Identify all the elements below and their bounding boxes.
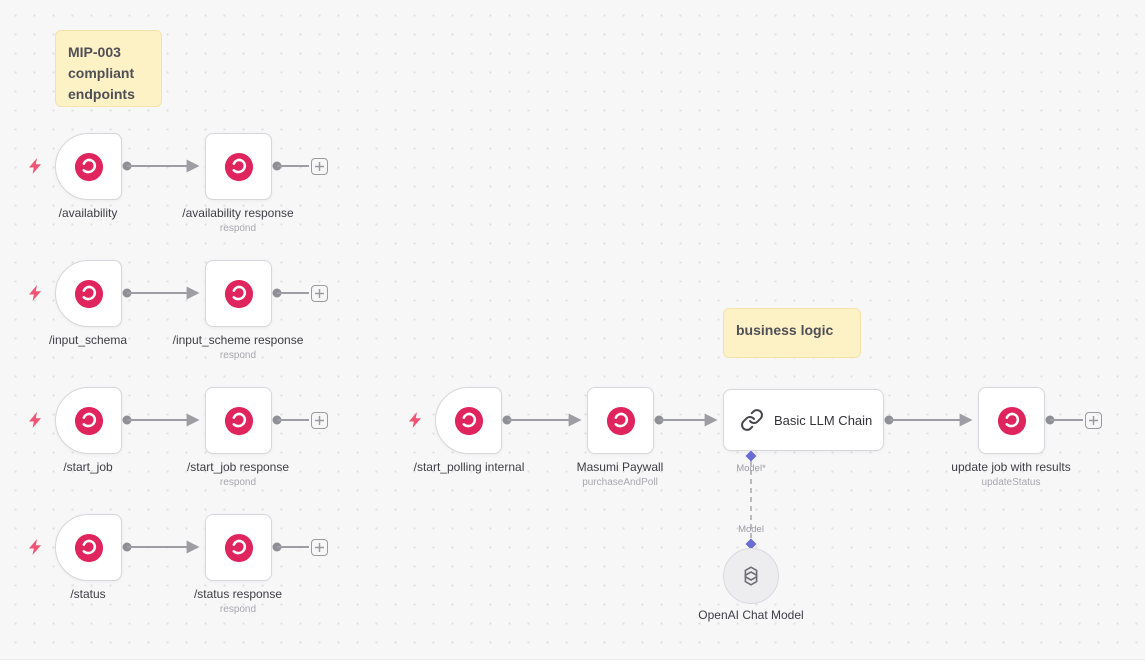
add-node-icon bbox=[315, 416, 324, 425]
node-start-job-response[interactable] bbox=[205, 387, 272, 454]
node-input-schema-response[interactable] bbox=[205, 260, 272, 327]
lightning-trigger-icon bbox=[29, 158, 41, 174]
sticky-note-text: business logic bbox=[736, 322, 834, 338]
node-subtitle: respond bbox=[219, 604, 257, 615]
webhook-icon bbox=[74, 152, 103, 181]
add-node-button[interactable] bbox=[311, 539, 328, 556]
webhook-icon bbox=[224, 152, 253, 181]
node-status-response[interactable] bbox=[205, 514, 272, 581]
node-update-job-with-results[interactable] bbox=[978, 387, 1045, 454]
output-port[interactable] bbox=[272, 161, 282, 171]
node-subtitle: updateStatus bbox=[981, 477, 1041, 488]
node-openai-chat-model[interactable] bbox=[723, 548, 779, 604]
output-port[interactable] bbox=[122, 415, 132, 425]
webhook-icon bbox=[997, 406, 1026, 435]
node-start-polling-internal[interactable] bbox=[435, 387, 502, 454]
node-label: /start_job response bbox=[186, 460, 290, 474]
add-node-icon bbox=[1089, 416, 1098, 425]
node-title: Basic LLM Chain bbox=[774, 412, 873, 428]
node-subtitle: respond bbox=[219, 477, 257, 488]
node-label: Masumi Paywall bbox=[576, 460, 664, 474]
output-port[interactable] bbox=[122, 161, 132, 171]
node-basic-llm-chain[interactable]: Basic LLM Chain bbox=[723, 389, 884, 451]
node-masumi-paywall[interactable] bbox=[587, 387, 654, 454]
output-port[interactable] bbox=[272, 415, 282, 425]
node-label: /availability response bbox=[182, 206, 294, 220]
add-node-icon bbox=[315, 543, 324, 552]
lightning-trigger-icon bbox=[29, 285, 41, 301]
lightning-trigger-icon bbox=[409, 412, 421, 428]
sticky-note-business-logic[interactable]: business logic bbox=[723, 308, 861, 358]
node-label: update job with results bbox=[951, 460, 1071, 474]
webhook-icon bbox=[224, 406, 253, 435]
node-label: /start_polling internal bbox=[413, 460, 525, 474]
model-input-port[interactable] bbox=[745, 450, 757, 462]
node-label: /availability bbox=[58, 206, 118, 220]
model-port-label: Model* bbox=[736, 463, 766, 474]
add-node-button[interactable] bbox=[311, 158, 328, 175]
output-port[interactable] bbox=[1045, 415, 1055, 425]
node-subtitle: purchaseAndPoll bbox=[582, 477, 658, 488]
output-port[interactable] bbox=[122, 288, 132, 298]
webhook-icon bbox=[74, 533, 103, 562]
node-label: /input_scheme response bbox=[172, 333, 304, 347]
node-label: /start_job bbox=[63, 460, 113, 474]
output-port[interactable] bbox=[654, 415, 664, 425]
node-subtitle: respond bbox=[219, 223, 257, 234]
output-port[interactable] bbox=[272, 542, 282, 552]
webhook-icon bbox=[74, 279, 103, 308]
node-availability-response[interactable] bbox=[205, 133, 272, 200]
add-node-icon bbox=[315, 289, 324, 298]
lightning-trigger-icon bbox=[29, 412, 41, 428]
output-port[interactable] bbox=[122, 542, 132, 552]
node-input-schema[interactable] bbox=[55, 260, 122, 327]
webhook-icon bbox=[74, 406, 103, 435]
openai-icon bbox=[744, 566, 758, 586]
sticky-note-mip003[interactable]: MIP-003 compliant endpoints bbox=[55, 30, 162, 107]
add-node-button[interactable] bbox=[311, 285, 328, 302]
webhook-icon bbox=[224, 533, 253, 562]
lightning-trigger-icon bbox=[29, 539, 41, 555]
add-node-icon bbox=[315, 162, 324, 171]
node-availability[interactable] bbox=[55, 133, 122, 200]
sticky-note-text: MIP-003 compliant endpoints bbox=[68, 44, 135, 102]
webhook-icon bbox=[454, 406, 483, 435]
canvas-bottom-edge bbox=[0, 659, 1145, 672]
webhook-icon bbox=[606, 406, 635, 435]
model-port-label: Model bbox=[738, 524, 764, 535]
node-label: /input_schema bbox=[48, 333, 128, 347]
chain-link-icon bbox=[741, 409, 763, 431]
node-label: /status bbox=[70, 587, 106, 601]
add-node-button[interactable] bbox=[1085, 412, 1102, 429]
webhook-icon bbox=[224, 279, 253, 308]
output-port[interactable] bbox=[272, 288, 282, 298]
node-start-job[interactable] bbox=[55, 387, 122, 454]
node-label: OpenAI Chat Model bbox=[698, 608, 804, 622]
output-port[interactable] bbox=[502, 415, 512, 425]
add-node-button[interactable] bbox=[311, 412, 328, 429]
node-status[interactable] bbox=[55, 514, 122, 581]
node-subtitle: respond bbox=[219, 350, 257, 361]
node-label: /status response bbox=[193, 587, 283, 601]
output-port[interactable] bbox=[884, 415, 894, 425]
